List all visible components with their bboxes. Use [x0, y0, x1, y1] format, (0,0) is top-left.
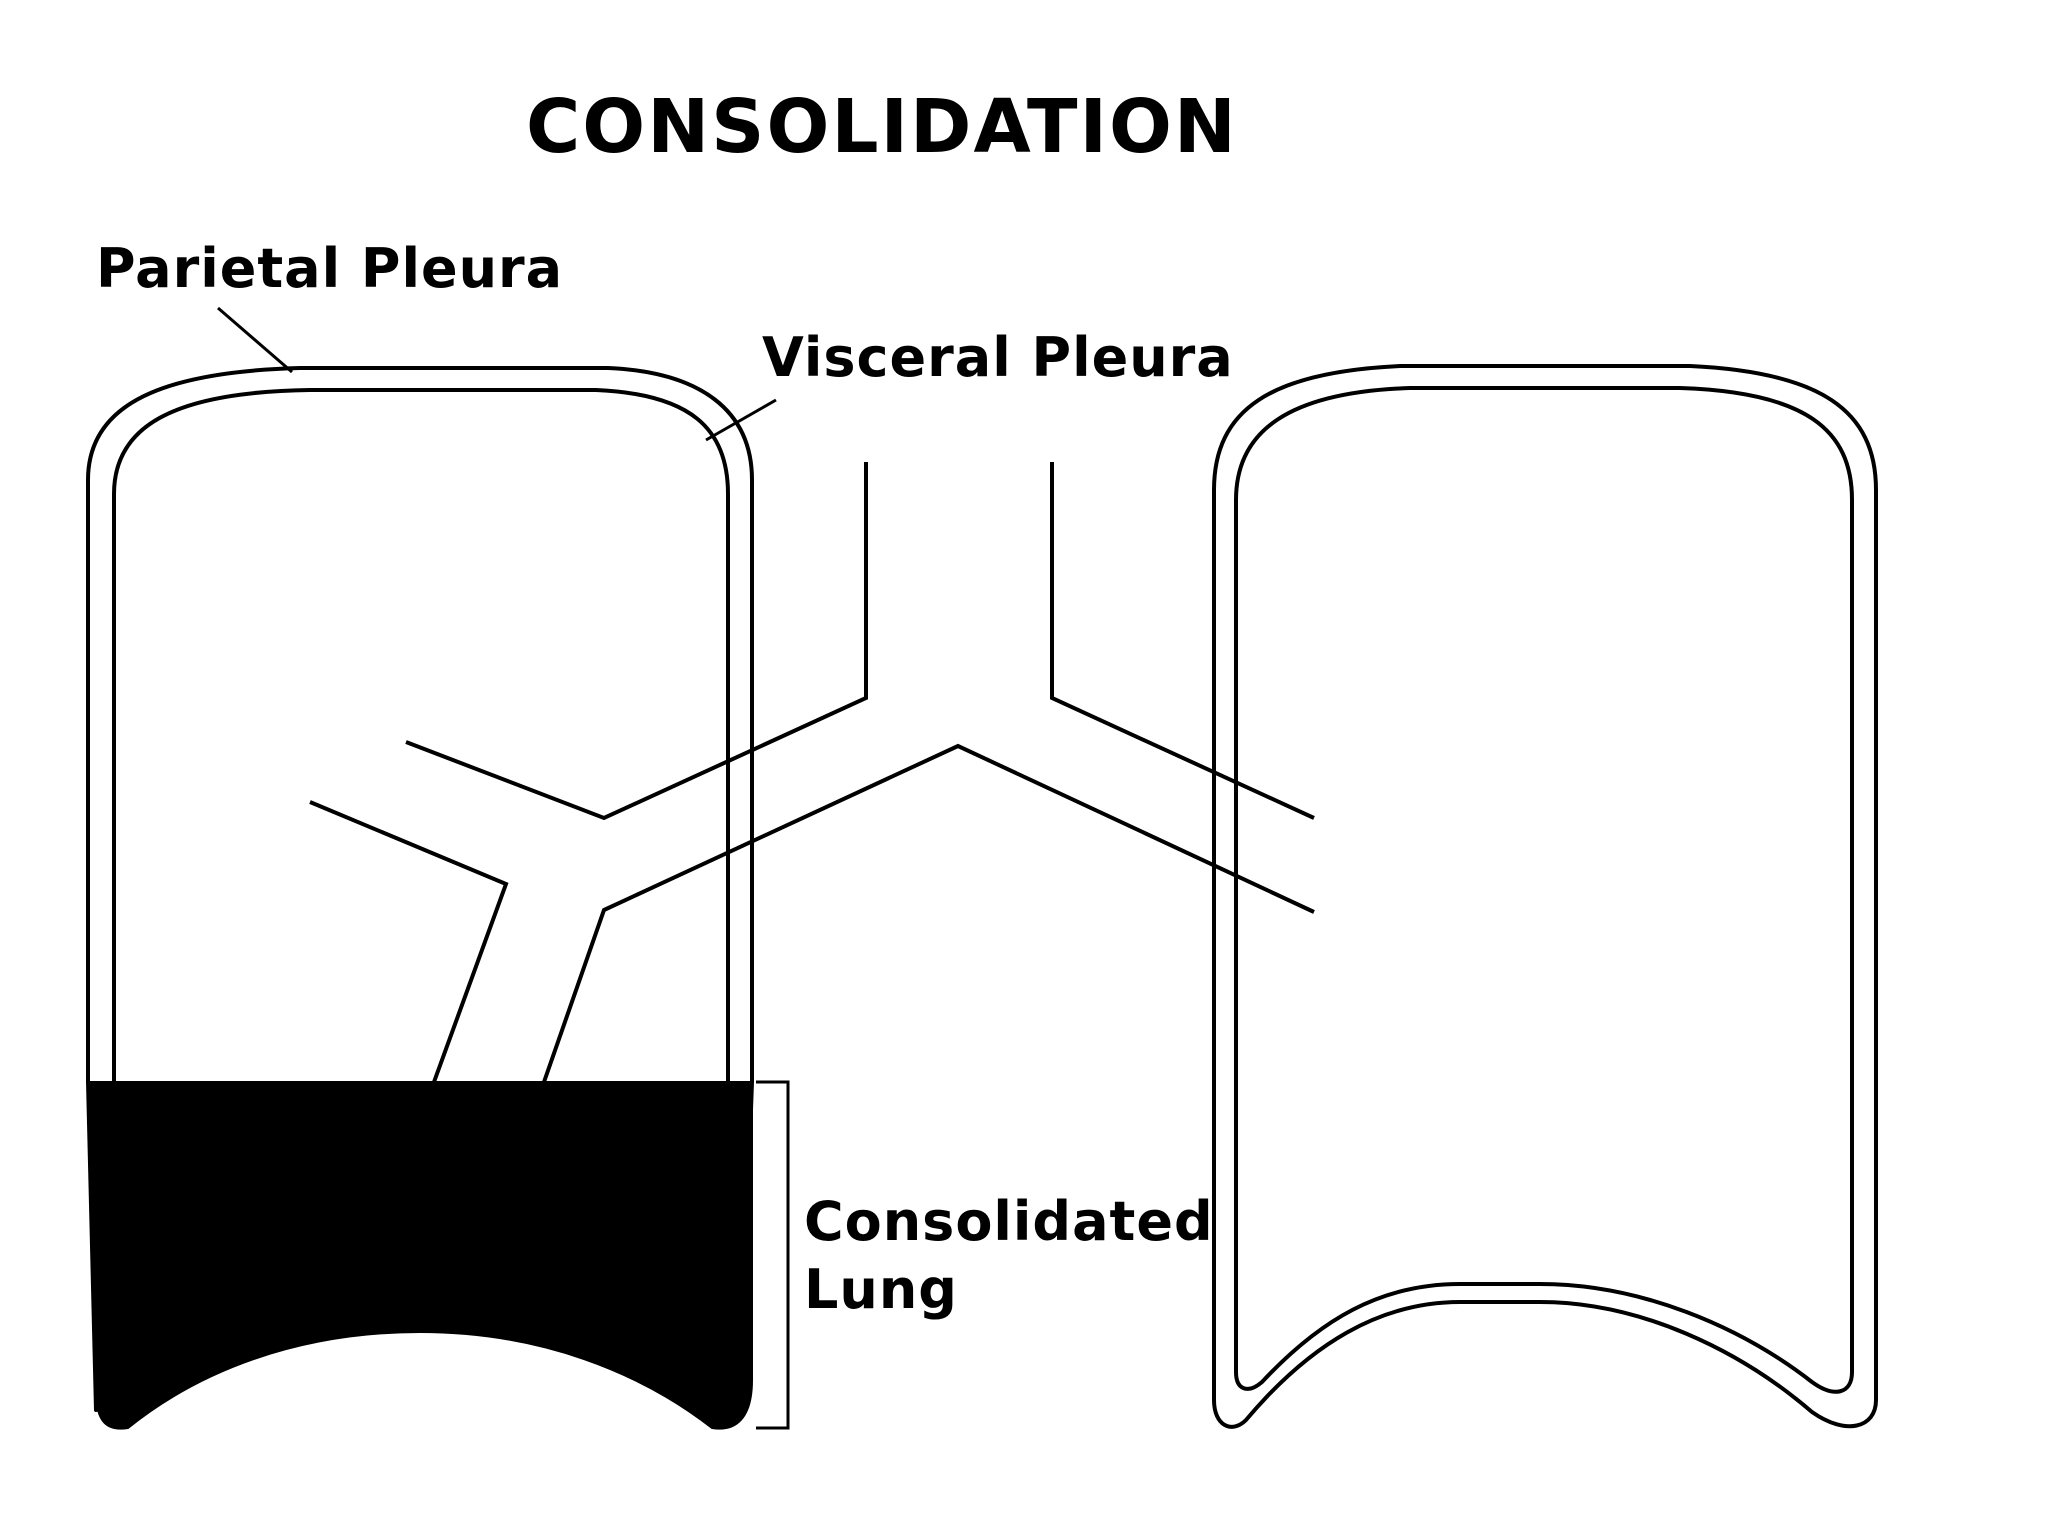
visceral-pleura-leader: [705, 398, 777, 442]
right-visceral-pleura: [1234, 386, 1854, 1394]
right-parietal-pleura: [1212, 364, 1878, 1429]
consolidated-lung-bracket: [756, 1080, 790, 1430]
parietal-pleura-leader: [217, 306, 293, 374]
diagram-title: CONSOLIDATION: [526, 84, 1238, 170]
left-parietal-pleura: [86, 366, 754, 1412]
consolidated-lung-label-line2: Lung: [804, 1258, 958, 1321]
consolidated-lung-label-line1: Consolidated: [804, 1190, 1214, 1253]
parietal-pleura-label: Parietal Pleura: [96, 237, 563, 300]
left-lower-bronchus: [309, 800, 509, 1083]
visceral-pleura-label: Visceral Pleura: [762, 326, 1234, 389]
carina-bronchial-wall: [542, 743, 1315, 1083]
trachea-right-wall: [1050, 462, 1315, 820]
consolidated-lung-region: [86, 1081, 753, 1430]
left-visceral-pleura: [112, 388, 730, 1084]
trachea-left-wall: [405, 462, 868, 821]
